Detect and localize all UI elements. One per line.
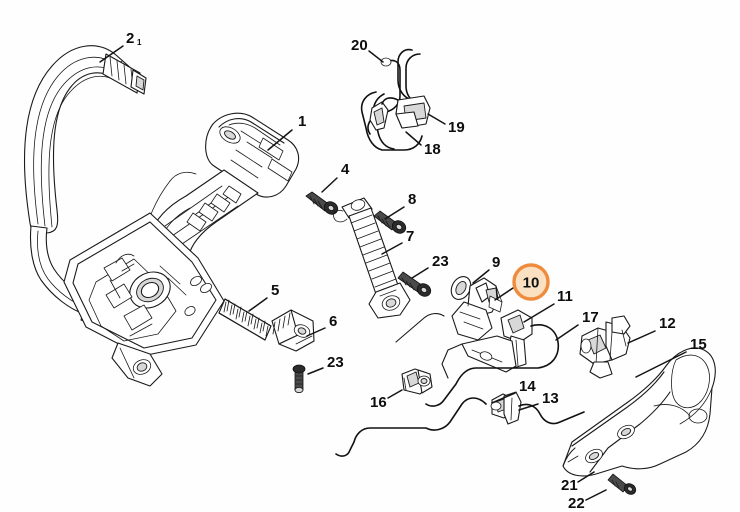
callout-leader-line — [585, 489, 607, 501]
callout-leader-line — [307, 367, 324, 375]
callout-leader-line — [427, 113, 446, 125]
callout-label-22: 22 — [568, 495, 585, 512]
part-5-coil-spring — [218, 298, 272, 341]
callout-label-8: 8 — [408, 191, 416, 208]
callout-label-6: 6 — [329, 313, 337, 330]
callout-sublabel-2: 1 — [137, 38, 142, 47]
callout-label-19: 19 — [448, 119, 465, 136]
callout-6[interactable]: 6 — [306, 313, 337, 337]
part-11-throttle-interlock-lever — [441, 309, 533, 379]
callout-13[interactable]: 13 — [518, 390, 559, 411]
callout-leader-line — [635, 351, 687, 378]
callout-label-16: 16 — [370, 394, 387, 411]
callout-leader-line — [577, 471, 595, 483]
callout-1[interactable]: 1 — [267, 113, 306, 151]
highlight-circle[interactable] — [512, 263, 550, 301]
callout-leader-line — [555, 324, 579, 341]
part-23a-screw — [292, 364, 306, 394]
callout-label-23: 23 — [327, 354, 344, 371]
callout-14[interactable]: 14 — [491, 378, 536, 404]
callout-20[interactable]: 20 — [351, 37, 384, 63]
highlight-badge-10[interactable]: 10 — [494, 263, 550, 301]
part-12-chain-brake-latch — [579, 315, 631, 379]
callout-label-23: 23 — [432, 253, 449, 270]
part-18-wire-harness-loop — [360, 91, 423, 151]
part-6-spring-retainer — [271, 309, 315, 352]
callout-11[interactable]: 11 — [523, 288, 573, 323]
callout-leader-line — [384, 206, 405, 220]
part-19-switch-module — [381, 48, 431, 129]
callout-leader-line — [405, 131, 422, 146]
callout-leader-line — [472, 269, 490, 284]
callout-leader-line — [491, 392, 516, 404]
callout-16[interactable]: 16 — [370, 389, 403, 411]
callout-9[interactable]: 9 — [472, 254, 500, 284]
part-22-screw — [607, 473, 637, 495]
callout-leader-line — [306, 327, 326, 337]
callout-19[interactable]: 19 — [427, 113, 465, 136]
part-20-ignition-wire — [367, 57, 401, 135]
callout-leader-line — [321, 177, 338, 193]
callout-leader-line — [267, 129, 293, 151]
part-17-control-rod — [425, 324, 560, 407]
callout-label-15: 15 — [690, 336, 707, 353]
callout-5[interactable]: 5 — [248, 282, 279, 312]
callout-leader-line — [518, 403, 539, 411]
callout-17[interactable]: 17 — [555, 309, 599, 341]
callout-label-5: 5 — [271, 282, 279, 299]
callout-label-2: 2 — [126, 30, 134, 47]
callout-label-11: 11 — [557, 288, 573, 305]
callout-label-21: 21 — [561, 477, 578, 494]
part-1-handle-housing — [63, 112, 300, 387]
callout-23[interactable]: 23 — [307, 354, 344, 375]
callout-label-12: 12 — [659, 315, 676, 332]
callout-12[interactable]: 12 — [627, 315, 676, 344]
part-16-bracket-block — [401, 368, 433, 395]
part-7-annular-buffer-spring — [333, 197, 411, 319]
part-23b-screw — [397, 271, 432, 297]
highlight-label: 10 — [523, 275, 540, 292]
part-21-handle-shell-lower — [562, 447, 579, 467]
callout-label-4: 4 — [341, 161, 350, 178]
callout-leader-line — [368, 50, 384, 63]
callout-leader-line — [627, 330, 656, 344]
callout-leader-line — [387, 389, 403, 399]
callout-leader-line — [523, 303, 555, 323]
callout-label-13: 13 — [542, 390, 559, 407]
callout-8[interactable]: 8 — [384, 191, 416, 220]
callout-15[interactable]: 15 — [635, 336, 707, 378]
part-10-throttle-trigger — [451, 277, 503, 341]
callout-21[interactable]: 21 — [561, 471, 595, 494]
callout-label-18: 18 — [424, 141, 441, 158]
callout-label-9: 9 — [492, 254, 500, 271]
callout-18[interactable]: 18 — [405, 131, 441, 158]
callout-4[interactable]: 4 — [321, 161, 350, 193]
callout-leader-line — [99, 45, 124, 63]
highlight-leader-line — [494, 287, 514, 301]
part-9-throttle-lever-pivot — [395, 276, 472, 343]
callout-leader-line — [381, 242, 403, 255]
part-15-rear-handle-shell — [562, 347, 716, 477]
callout-23[interactable]: 23 — [411, 253, 449, 279]
callout-leader-line — [248, 297, 268, 312]
callout-22[interactable]: 22 — [568, 489, 607, 512]
callout-label-14: 14 — [519, 378, 536, 395]
callout-label-7: 7 — [406, 228, 414, 245]
part-4-screw — [305, 191, 339, 215]
part-14-throttle-rod-long — [335, 397, 487, 457]
callout-label-1: 1 — [298, 113, 306, 130]
part-8-screw — [373, 210, 407, 234]
callout-leader-line — [411, 267, 429, 279]
callout-7[interactable]: 7 — [381, 228, 414, 255]
callout-label-17: 17 — [582, 309, 599, 326]
callout-label-20: 20 — [351, 37, 368, 54]
